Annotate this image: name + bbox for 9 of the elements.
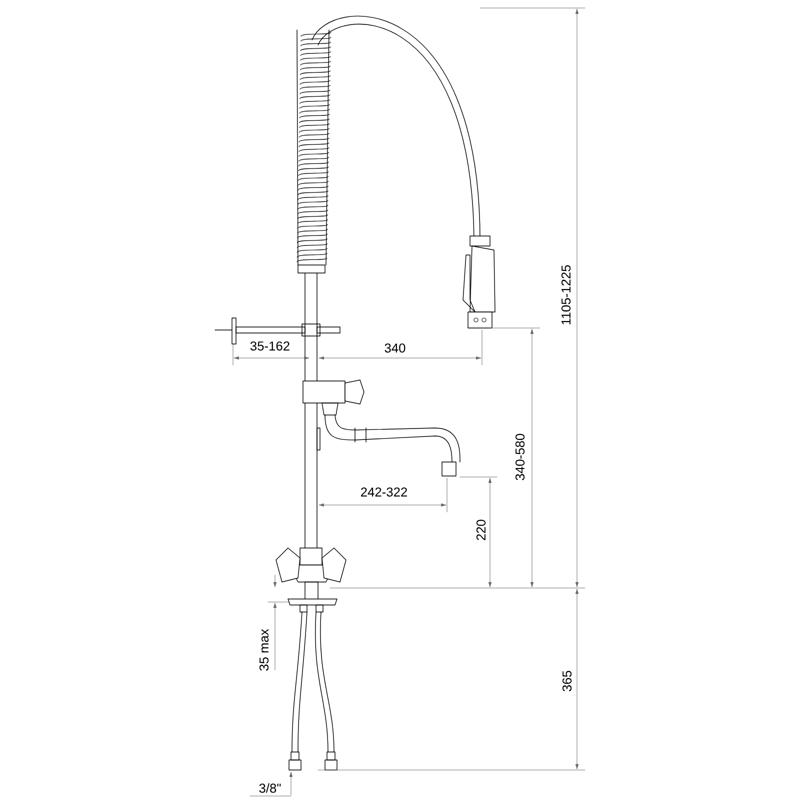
dimension-label: 35 max xyxy=(259,629,269,671)
dimension-label: 340-580 xyxy=(515,434,525,480)
dimension-label: 3/8" xyxy=(259,783,281,793)
dimension-label: 220 xyxy=(476,520,486,540)
dimension-label: 340 xyxy=(384,343,406,353)
dimension-label: 35-162 xyxy=(250,341,290,351)
dimension-label: 365 xyxy=(562,670,572,692)
dimension-label: 242-322 xyxy=(361,487,407,497)
dimension-label: 1105-1225 xyxy=(561,265,571,324)
